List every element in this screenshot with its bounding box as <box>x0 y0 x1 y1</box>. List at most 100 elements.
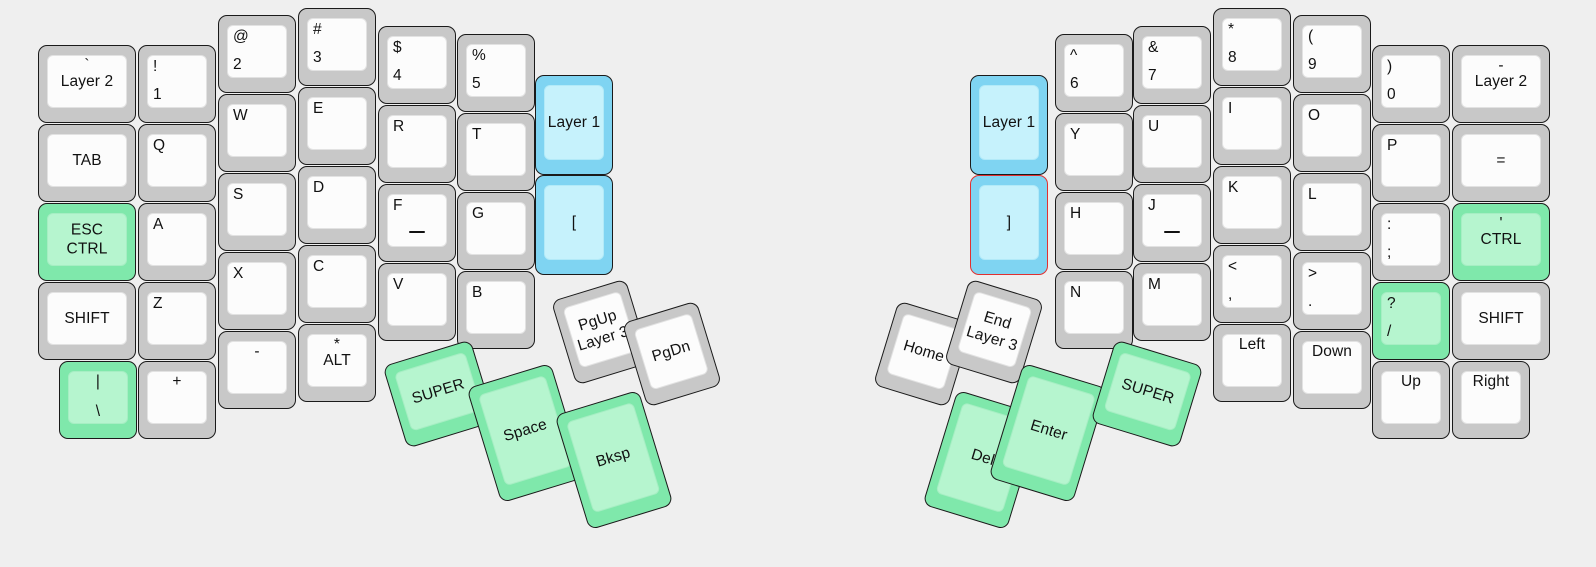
legend-main-r-l: L <box>1308 186 1317 203</box>
key-r-semicolon[interactable]: :; <box>1372 203 1450 281</box>
keycap-r-y: Y <box>1064 123 1124 176</box>
legend-main-l-x: X <box>233 265 244 282</box>
key-r-super[interactable]: SUPER <box>1090 339 1204 449</box>
key-l-f[interactable]: F <box>378 184 456 262</box>
keycap-l-layer1: Layer 1 <box>544 85 604 160</box>
key-r-equals[interactable]: = <box>1452 124 1550 202</box>
key-l-minus[interactable]: - <box>218 331 296 409</box>
key-r-u[interactable]: U <box>1133 105 1211 183</box>
keycap-l-z: Z <box>147 292 207 345</box>
key-r-o[interactable]: O <box>1293 94 1371 172</box>
legend-main-r-right: Right <box>1472 373 1510 390</box>
key-l-c[interactable]: C <box>298 245 376 323</box>
key-l-grave-layer2[interactable]: `Layer 2 <box>38 45 136 123</box>
legend-main-l-e: E <box>313 100 324 117</box>
key-l-esc-ctrl[interactable]: ESC CTRL <box>38 203 136 281</box>
keycap-r-comma: <, <box>1222 255 1282 308</box>
legend-shifted-l-grave-layer2: ` <box>84 57 90 74</box>
legend-main-r-j: J <box>1148 197 1156 214</box>
key-r-9[interactable]: (9 <box>1293 15 1371 93</box>
key-r-0[interactable]: )0 <box>1372 45 1450 123</box>
keycap-l-f: F <box>387 194 447 247</box>
legend-main-l-space: Space <box>501 415 549 445</box>
key-r-6[interactable]: ^6 <box>1055 34 1133 112</box>
keycap-r-enter: Enter <box>1001 374 1097 487</box>
legend-shifted-l-2: @ <box>233 28 249 45</box>
key-l-r[interactable]: R <box>378 105 456 183</box>
key-l-w[interactable]: W <box>218 94 296 172</box>
key-r-down[interactable]: Down <box>1293 331 1371 409</box>
key-l-4[interactable]: $4 <box>378 26 456 104</box>
key-l-v[interactable]: V <box>378 263 456 341</box>
legend-main-l-esc-ctrl: ESC CTRL <box>66 221 108 258</box>
key-l-2[interactable]: @2 <box>218 15 296 93</box>
keycap-r-down: Down <box>1302 341 1362 394</box>
key-r-left[interactable]: Left <box>1213 324 1291 402</box>
legend-main-r-i: I <box>1228 100 1233 117</box>
key-l-alt[interactable]: *ALT <box>298 324 376 402</box>
key-l-q[interactable]: Q <box>138 124 216 202</box>
legend-main-r-o: O <box>1308 107 1321 124</box>
key-r-minus-layer2[interactable]: -Layer 2 <box>1452 45 1550 123</box>
key-r-enter[interactable]: Enter <box>988 362 1108 504</box>
key-l-b[interactable]: B <box>457 271 535 349</box>
legend-main-l-c: C <box>313 258 325 275</box>
key-l-e[interactable]: E <box>298 87 376 165</box>
legend-main-l-2: 2 <box>233 55 242 73</box>
keycap-r-p: P <box>1381 134 1441 187</box>
key-l-g[interactable]: G <box>457 192 535 270</box>
key-r-y[interactable]: Y <box>1055 113 1133 191</box>
key-l-x[interactable]: X <box>218 252 296 330</box>
keycap-l-shift: SHIFT <box>47 292 127 345</box>
key-r-k[interactable]: K <box>1213 166 1291 244</box>
key-r-period[interactable]: >. <box>1293 252 1371 330</box>
key-l-3[interactable]: #3 <box>298 8 376 86</box>
key-r-h[interactable]: H <box>1055 192 1133 270</box>
legend-main-r-p: P <box>1387 137 1398 154</box>
key-r-n[interactable]: N <box>1055 271 1133 349</box>
key-l-layer1[interactable]: Layer 1 <box>535 75 613 175</box>
key-l-plus[interactable]: + <box>138 361 216 439</box>
key-r-quote-ctrl[interactable]: 'CTRL <box>1452 203 1550 281</box>
legend-main-r-h: H <box>1070 205 1082 222</box>
key-l-a[interactable]: A <box>138 203 216 281</box>
key-l-s[interactable]: S <box>218 173 296 251</box>
key-l-lbracket[interactable]: [ <box>535 175 613 275</box>
key-l-bksp[interactable]: Bksp <box>554 389 674 531</box>
key-l-d[interactable]: D <box>298 166 376 244</box>
key-l-1[interactable]: !1 <box>138 45 216 123</box>
homing-bar-r-j <box>1164 231 1180 233</box>
key-l-z[interactable]: Z <box>138 282 216 360</box>
key-l-tab[interactable]: TAB <box>38 124 136 202</box>
key-r-l[interactable]: L <box>1293 173 1371 251</box>
key-r-up[interactable]: Up <box>1372 361 1450 439</box>
legend-main-l-lbracket: [ <box>571 213 577 231</box>
legend-main-l-super: SUPER <box>409 374 467 408</box>
keycap-l-a: A <box>147 213 207 266</box>
key-r-7[interactable]: &7 <box>1133 26 1211 104</box>
key-r-i[interactable]: I <box>1213 87 1291 165</box>
key-r-layer1[interactable]: Layer 1 <box>970 75 1048 175</box>
key-l-t[interactable]: T <box>457 113 535 191</box>
key-r-8[interactable]: *8 <box>1213 8 1291 86</box>
legend-shifted-r-quote-ctrl: ' <box>1499 215 1503 232</box>
key-r-shift[interactable]: SHIFT <box>1452 282 1550 360</box>
keycap-l-pipe-backslash: |\ <box>68 371 128 424</box>
key-r-right[interactable]: Right <box>1452 361 1530 439</box>
key-r-j[interactable]: J <box>1133 184 1211 262</box>
legend-shifted-r-comma: < <box>1228 258 1238 275</box>
keycap-l-w: W <box>227 104 287 157</box>
keycap-r-k: K <box>1222 176 1282 229</box>
legend-main-l-tab: TAB <box>72 151 102 169</box>
key-r-p[interactable]: P <box>1372 124 1450 202</box>
keycap-r-left: Left <box>1222 334 1282 387</box>
key-l-pipe-backslash[interactable]: |\ <box>59 361 137 439</box>
keycap-r-layer1: Layer 1 <box>979 85 1039 160</box>
key-r-rbracket[interactable]: ] <box>970 175 1048 275</box>
key-l-5[interactable]: %5 <box>457 34 535 112</box>
key-r-slash[interactable]: ?/ <box>1372 282 1450 360</box>
key-r-comma[interactable]: <, <box>1213 245 1291 323</box>
key-r-m[interactable]: M <box>1133 263 1211 341</box>
key-l-shift[interactable]: SHIFT <box>38 282 136 360</box>
